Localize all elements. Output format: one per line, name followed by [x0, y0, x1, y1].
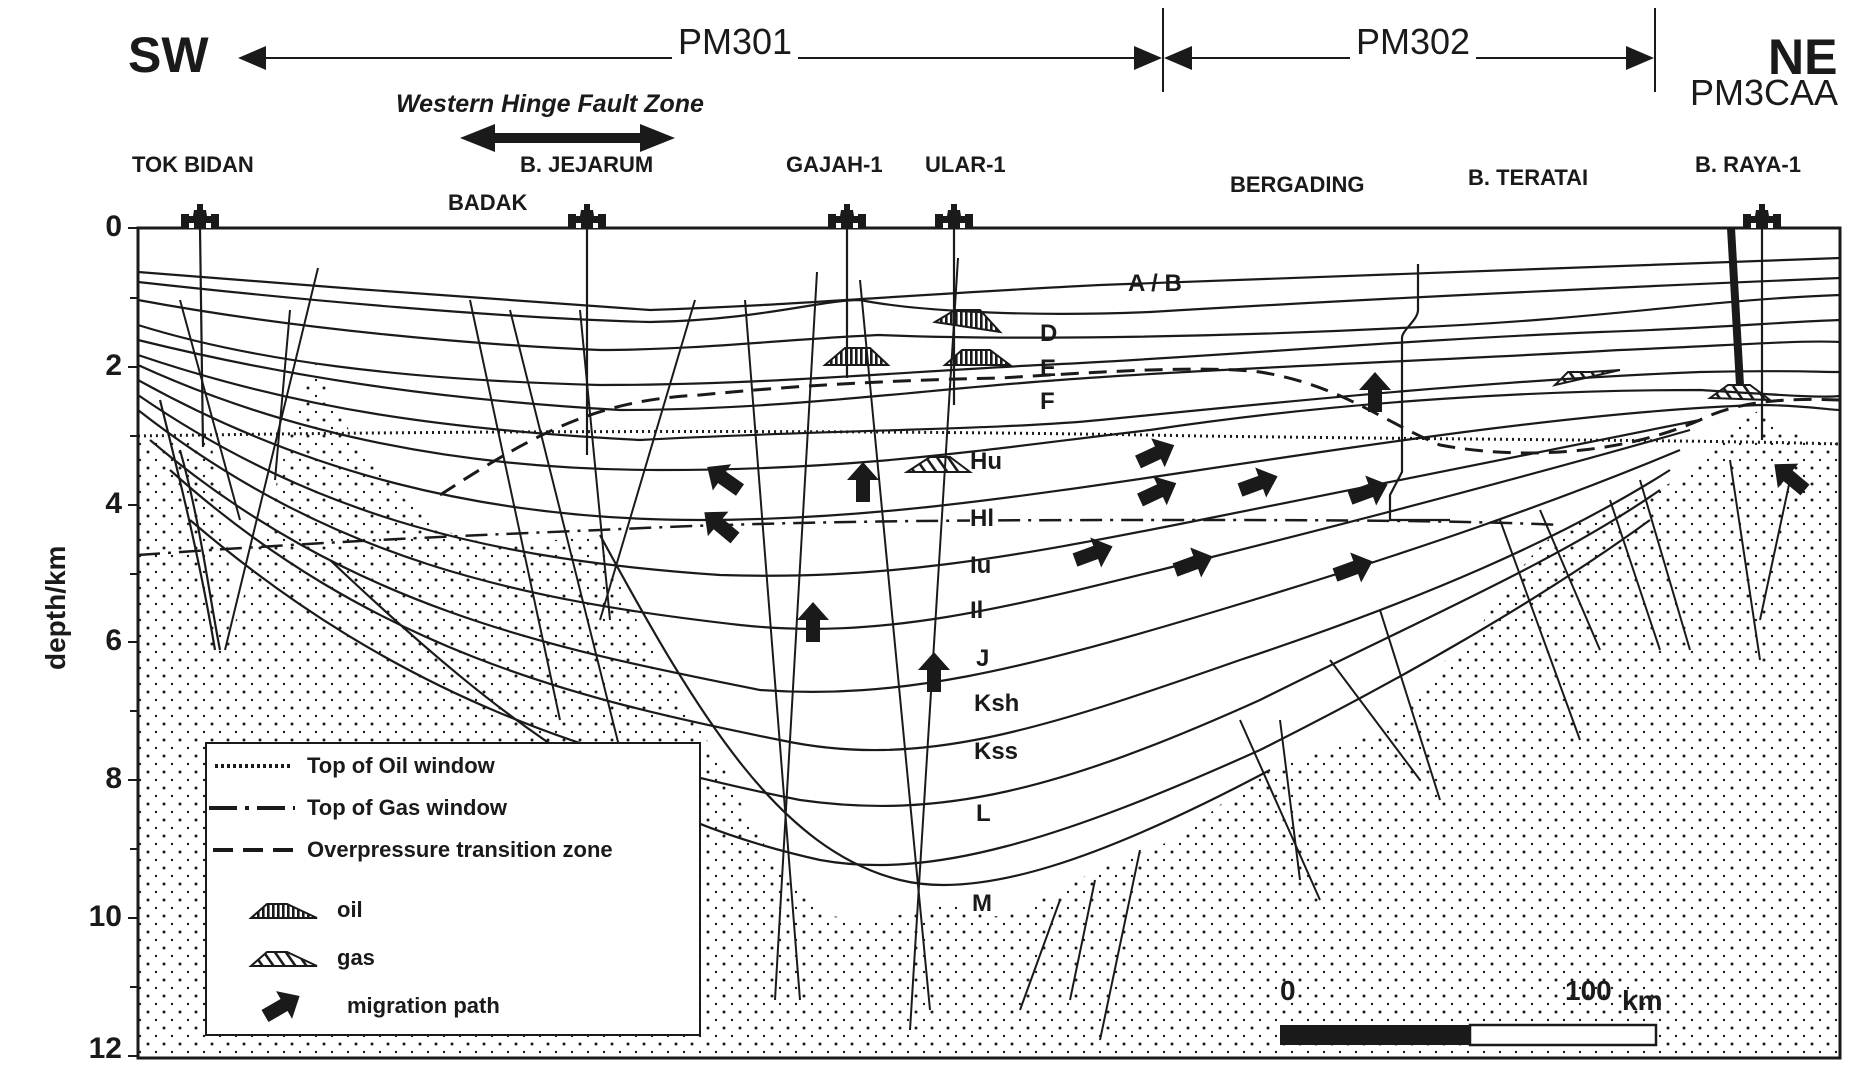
unit-label-kss: Kss: [974, 738, 1019, 765]
unit-label-j: J: [976, 645, 990, 672]
depth-tick-0: 0: [105, 210, 122, 243]
well-label-badak: BADAK: [448, 190, 528, 215]
block-pm301-label: PM301: [672, 24, 799, 60]
legend-item-gas-window: Top of Gas window: [207, 790, 507, 826]
well-label-bergading: BERGADING: [1230, 172, 1365, 197]
depth-tick-2: 2: [105, 349, 122, 382]
depth-tick-4: 4: [105, 487, 122, 520]
legend-item-overpressure: Overpressure transition zone: [207, 832, 613, 868]
unit-label-iu: Iu: [970, 552, 992, 579]
legend-item-oil-window: Top of Oil window: [207, 748, 495, 784]
scale-bar-end-label: 100: [1565, 975, 1612, 1006]
migration-arrow-icon: [261, 991, 300, 1023]
legend-box: Top of Oil window Top of Gas window Over…: [205, 742, 701, 1036]
well-bores: [198, 227, 1764, 522]
well-label-b-raya-1: B. RAYA-1: [1695, 152, 1801, 177]
unit-label-il: Il: [970, 597, 984, 624]
direction-ne-label: NE: [1768, 29, 1838, 85]
oil-accumulation-icon: [248, 903, 318, 919]
well-label-b-teratai: B. TERATAI: [1468, 165, 1589, 190]
unit-label-hu: Hu: [970, 448, 1002, 475]
dotted-line-icon: [215, 764, 292, 768]
unit-label-e: E: [1040, 355, 1057, 382]
depth-axis-ticks: [128, 227, 138, 1057]
depth-tick-6: 6: [105, 624, 122, 657]
oil-accumulations: [822, 309, 1013, 366]
stratigraphic-horizons: [137, 256, 1841, 887]
legend-item-oil: oil: [247, 892, 363, 928]
gas-accumulations: [903, 369, 1774, 473]
depth-tick-8: 8: [105, 762, 122, 795]
unit-label-f: F: [1040, 388, 1055, 415]
well-label-b-jejarum: B. JEJARUM: [520, 152, 654, 177]
gas-accumulation-icon: [248, 951, 318, 967]
scale-bar-unit-label: km: [1622, 985, 1663, 1016]
unit-label-d: D: [1040, 320, 1058, 347]
depth-tick-12: 12: [88, 1032, 122, 1065]
dashed-line-icon: [213, 848, 295, 852]
well-label-ular-1: ULAR-1: [925, 152, 1006, 177]
overpressure-transition-line: [439, 367, 1841, 497]
direction-sw-label: SW: [128, 27, 209, 83]
drilling-rig-icons: [181, 204, 1781, 228]
block-pm3caa-label: PM3CAA: [1690, 72, 1839, 113]
unit-label-ksh: Ksh: [974, 690, 1020, 717]
scale-bar: [1280, 1023, 1658, 1047]
legend-item-migration: migration path: [257, 988, 500, 1024]
depth-tick-10: 10: [88, 900, 122, 933]
dash-dot-line-icon: [209, 806, 295, 810]
unit-label-m: M: [972, 890, 992, 917]
block-pm302-label: PM302: [1350, 24, 1477, 60]
top-of-oil-window-line: [137, 430, 1841, 446]
legend-item-gas: gas: [247, 940, 375, 976]
depth-axis-label: depth/km: [40, 545, 71, 670]
well-label-gajah-1: GAJAH-1: [786, 152, 883, 177]
unit-label-l: L: [976, 800, 991, 827]
fault-zone-label: Western Hinge Fault Zone: [396, 90, 704, 118]
unit-label-ab: A / B: [1128, 270, 1182, 297]
top-of-gas-window-line: [137, 518, 1561, 557]
scale-bar-start-label: 0: [1280, 975, 1296, 1006]
well-label-tok-bidan: TOK BIDAN: [132, 152, 254, 177]
unit-label-hl: Hl: [970, 505, 994, 533]
fault-zone-arrow: [460, 124, 675, 152]
